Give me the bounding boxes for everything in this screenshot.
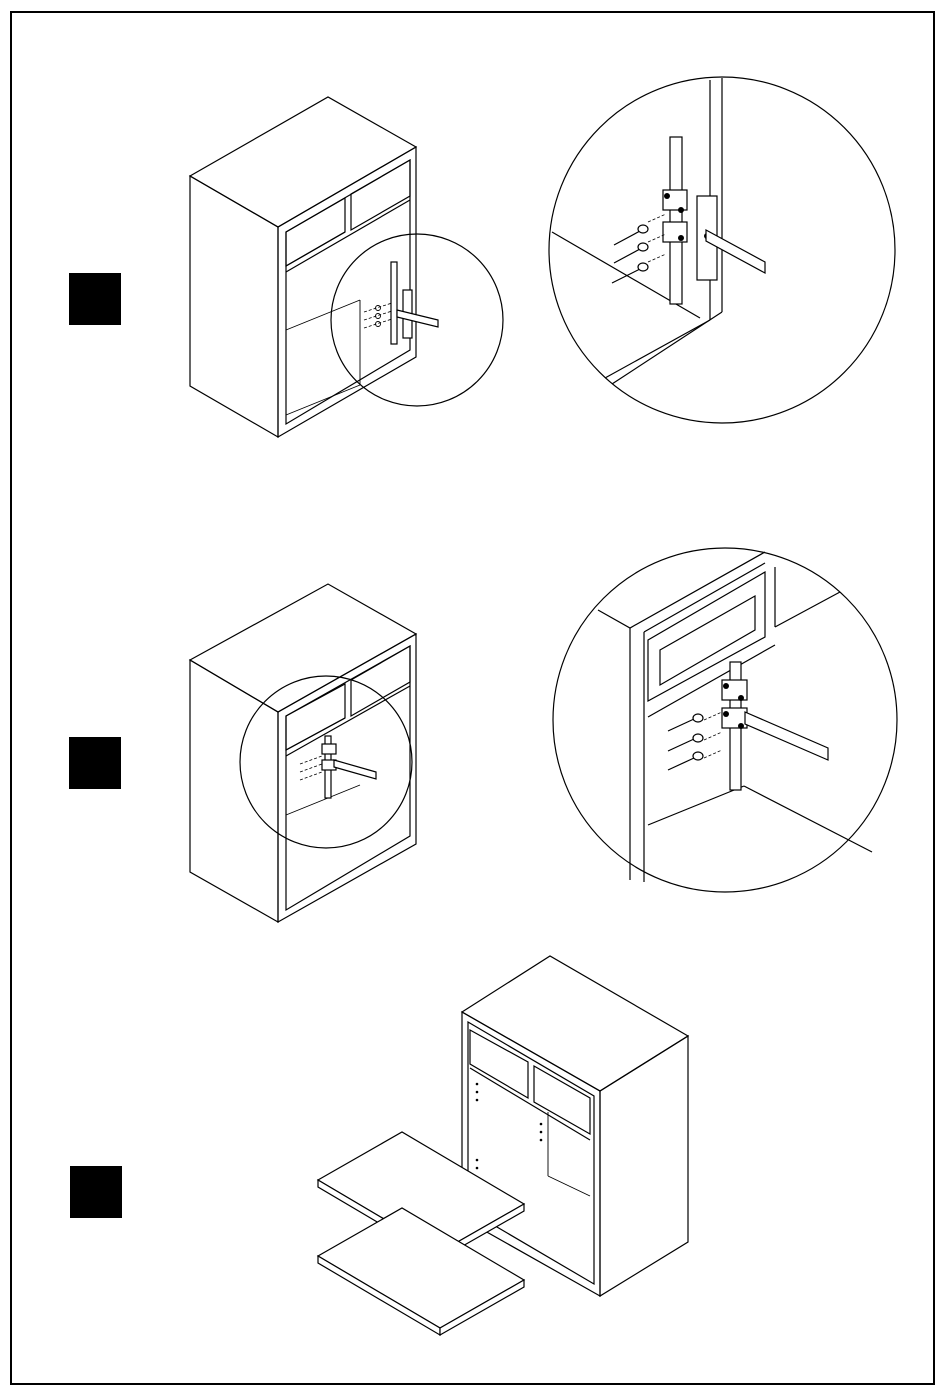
step-1-cabinet-illustration [190, 97, 503, 437]
step-2-detail-zoom [553, 548, 897, 892]
step-1-detail-zoom [549, 77, 895, 423]
step-3-cabinet-illustration [318, 956, 688, 1335]
step-2-cabinet-illustration [190, 584, 416, 922]
